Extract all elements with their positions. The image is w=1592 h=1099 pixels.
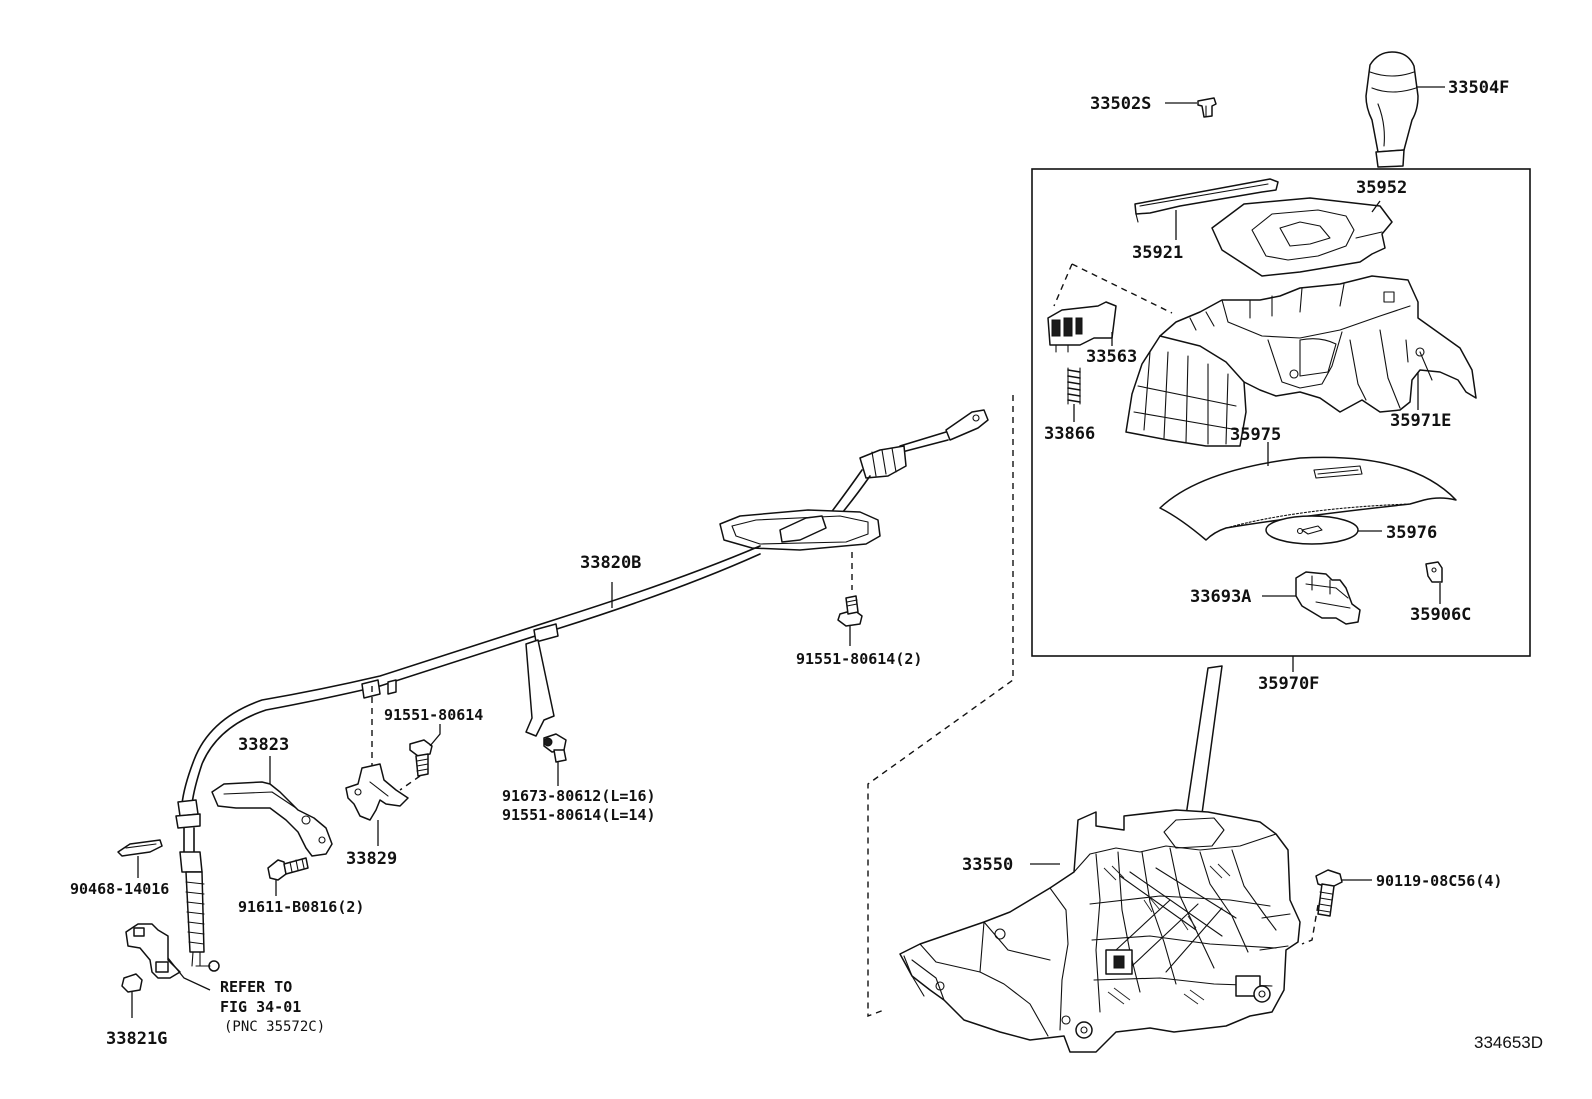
indicator-plate-35952[interactable] <box>1211 197 1393 277</box>
illustration-number: 334653D <box>1474 1033 1543 1052</box>
clip-33502S[interactable] <box>1197 97 1217 118</box>
label-91551-80614: 91551-80614 <box>384 706 483 724</box>
plate-35976[interactable] <box>1265 515 1359 545</box>
label-35976: 35976 <box>1386 523 1437 543</box>
bolt-91551-80614[interactable] <box>409 739 433 777</box>
trim-strip-35921[interactable] <box>1134 178 1279 223</box>
shift-knob-33504F[interactable] <box>1365 51 1419 168</box>
label-91611-B0816: 91611-B0816(2) <box>238 898 364 916</box>
refer-text-line1: REFER TO <box>220 978 292 996</box>
label-33550: 33550 <box>962 855 1013 875</box>
label-35970F: 35970F <box>1258 674 1319 694</box>
shift-cable-33820B[interactable] <box>175 409 989 972</box>
clip-35906C[interactable] <box>1425 561 1443 583</box>
label-35952: 35952 <box>1356 178 1407 198</box>
label-33563: 33563 <box>1086 347 1137 367</box>
nut-33821G[interactable] <box>121 973 143 993</box>
label-33820B: 33820B <box>580 553 641 573</box>
bracket-33693A[interactable] <box>1295 571 1361 625</box>
label-33829: 33829 <box>346 849 397 869</box>
bracket-35572C[interactable] <box>125 923 181 979</box>
clip-90468-14016[interactable] <box>117 839 163 857</box>
cover-35975[interactable] <box>1159 456 1457 541</box>
refer-text-line3: (PNC 35572C) <box>224 1019 325 1035</box>
label-33821G: 33821G <box>106 1029 167 1049</box>
bracket-33823[interactable] <box>211 781 333 857</box>
bolt-91611-B0816[interactable] <box>267 857 309 881</box>
label-33866: 33866 <box>1044 424 1095 444</box>
refer-text-line2: FIG 34-01 <box>220 998 301 1016</box>
label-33502S: 33502S <box>1090 94 1151 114</box>
label-35971E: 35971E <box>1390 411 1451 431</box>
label-35975: 35975 <box>1230 425 1281 445</box>
housing-35971E[interactable] <box>1125 275 1477 447</box>
assembly-box-35970F <box>1031 168 1531 657</box>
label-90119-08C56: 90119-08C56(4) <box>1376 872 1502 890</box>
spring-33866[interactable] <box>1067 367 1081 405</box>
label-33823: 33823 <box>238 735 289 755</box>
bolt-91673-80612[interactable] <box>543 733 567 763</box>
label-91551-80614-x2: 91551-80614(2) <box>796 650 922 668</box>
bolt-91551-80614-x2[interactable] <box>837 595 863 627</box>
label-90468-14016: 90468-14016 <box>70 880 169 898</box>
label-33504F: 33504F <box>1448 78 1509 98</box>
bracket-33829[interactable] <box>345 763 409 821</box>
label-35906C: 35906C <box>1410 605 1471 625</box>
label-91673-80612: 91673-80612(L=16) <box>502 787 656 805</box>
label-91551-80614-L14: 91551-80614(L=14) <box>502 806 656 824</box>
shift-lever-assembly-33550[interactable] <box>899 665 1301 1053</box>
label-33693A: 33693A <box>1190 587 1251 607</box>
label-35921: 35921 <box>1132 243 1183 263</box>
bolt-90119-08C56[interactable] <box>1315 869 1343 917</box>
switch-33563[interactable] <box>1047 301 1117 353</box>
